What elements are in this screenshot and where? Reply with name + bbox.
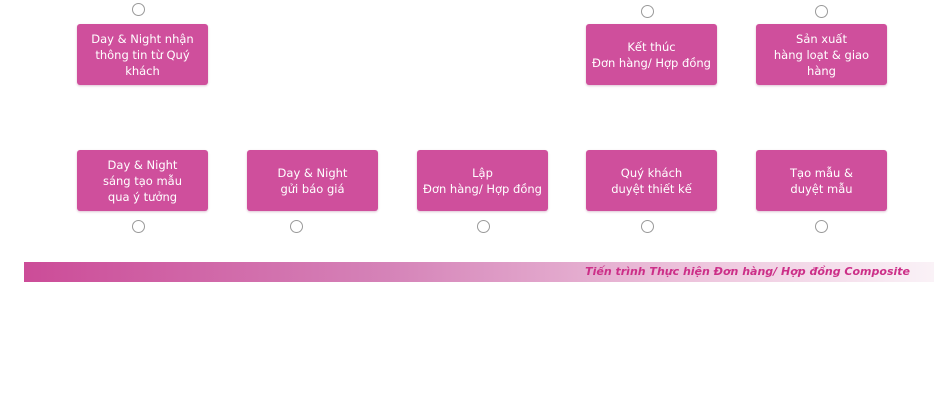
node-marker [132,220,145,233]
caption-bar [24,262,934,282]
node-marker [132,3,145,16]
step-close-order: Kết thúc Đơn hàng/ Hợp đồng [586,24,717,85]
node-marker [477,220,490,233]
process-caption: Tiến trình Thực hiện Đơn hàng/ Hợp đồng … [585,265,910,278]
node-marker [815,220,828,233]
step-approve-design: Quý khách duyệt thiết kế [586,150,717,211]
node-marker [641,5,654,18]
node-marker [290,220,303,233]
step-send-quote: Day & Night gửi báo giá [247,150,378,211]
step-create-order: Lập Đơn hàng/ Hợp đồng [417,150,548,211]
step-sample-approval: Tạo mẫu & duyệt mẫu [756,150,887,211]
node-marker [641,220,654,233]
step-creative-ideas: Day & Night sáng tạo mẫu qua ý tưởng [77,150,208,211]
step-mass-production: Sản xuất hàng loạt & giao hàng [756,24,887,85]
step-receive-info: Day & Night nhận thông tin từ Quý khách [77,24,208,85]
node-marker [815,5,828,18]
